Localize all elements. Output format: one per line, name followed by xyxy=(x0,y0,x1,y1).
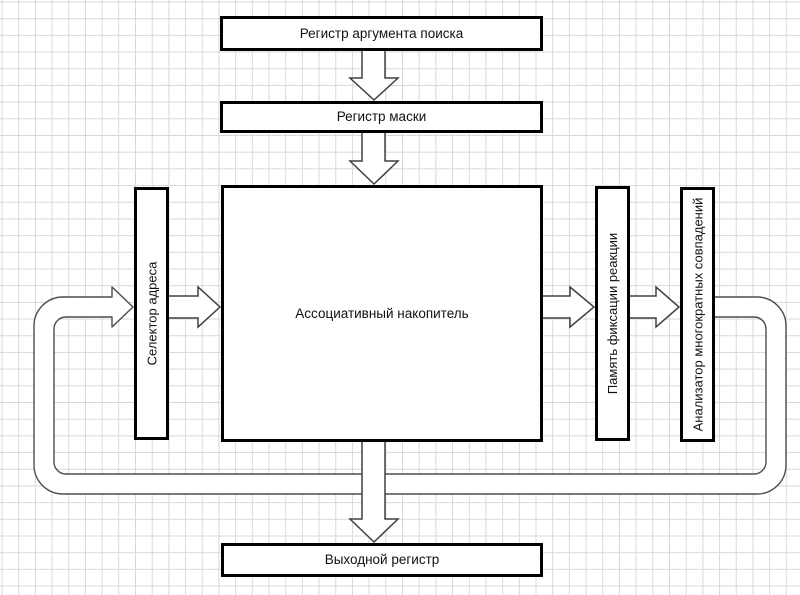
block-multiple-match-analyzer-label: Анализатор многократных совпадений xyxy=(690,197,706,432)
block-address-selector-label: Селектор адреса xyxy=(144,261,160,366)
block-output-register-label: Выходной регистр xyxy=(324,552,440,568)
block-mask-register-label: Регистр маски xyxy=(336,109,427,125)
arrow-mask-to-storage xyxy=(348,130,400,186)
block-output-register: Выходной регистр xyxy=(221,543,543,577)
arrow-selector-to-storage xyxy=(167,285,222,329)
arrow-storage-to-memory xyxy=(540,285,596,329)
block-associative-storage-label: Ассоциативный накопитель xyxy=(295,305,469,321)
arrow-memory-to-analyzer xyxy=(627,285,681,329)
block-mask-register: Регистр маски xyxy=(220,101,543,133)
feedback-pipe-connector xyxy=(33,286,787,495)
block-search-arg-register-label: Регистр аргумента поиска xyxy=(299,25,464,41)
block-multiple-match-analyzer: Анализатор многократных совпадений xyxy=(680,187,715,442)
arrow-search-to-mask xyxy=(348,48,400,102)
block-search-arg-register: Регистр аргумента поиска xyxy=(220,16,543,51)
block-associative-storage: Ассоциативный накопитель xyxy=(221,185,543,442)
block-reaction-latch-memory-label: Память фиксации реакции xyxy=(605,232,620,395)
block-address-selector: Селектор адреса xyxy=(134,187,169,440)
block-reaction-latch-memory: Память фиксации реакции xyxy=(595,186,630,441)
arrow-storage-to-output xyxy=(348,439,400,544)
